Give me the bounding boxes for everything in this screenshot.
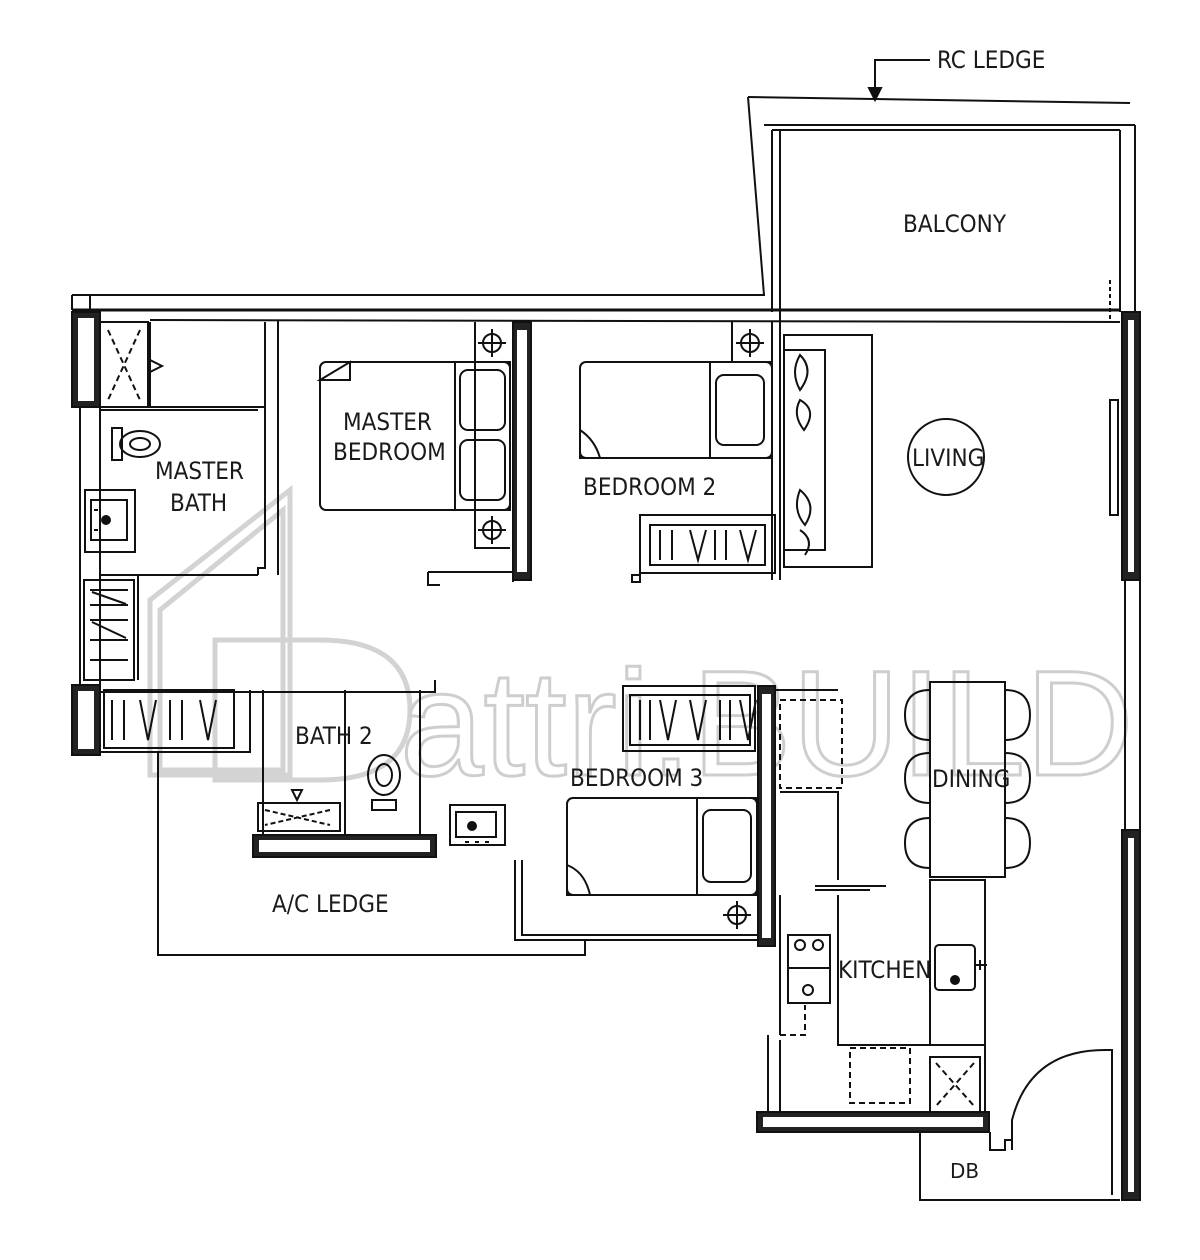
master-bedroom-label: BEDROOM: [333, 438, 446, 466]
master-bath-label: BATH: [170, 489, 227, 517]
stove-icon: [787, 934, 831, 1004]
entrance: [919, 1049, 1120, 1201]
left-wardrobe: [83, 579, 135, 681]
kitchen: [756, 879, 990, 1133]
master-bedroom-label: MASTER: [343, 408, 432, 436]
bath-2-label: BATH 2: [295, 722, 373, 750]
watermark-house-icon: [147, 484, 293, 778]
bath-2-toilet: [367, 754, 401, 811]
bath-2: [100, 680, 506, 858]
master-bedroom: [277, 320, 532, 586]
room-labels: RC LEDGE BALCONY MASTER BEDROOM BEDROOM …: [155, 46, 1045, 1183]
exterior-walls: [71, 294, 1141, 1201]
bedroom-3: [566, 685, 843, 947]
living-area: [783, 334, 985, 568]
ac-ledge-label: A/C LEDGE: [272, 890, 389, 918]
ac-ledge: [157, 752, 757, 956]
bedroom-3-label: BEDROOM 3: [570, 764, 703, 792]
bedside-lamp-icon: [478, 516, 506, 544]
bedroom-2-label: BEDROOM 2: [583, 473, 716, 501]
rc-ledge-label: RC LEDGE: [937, 46, 1045, 74]
balcony-label: BALCONY: [903, 210, 1007, 238]
kitchen-sink: [934, 944, 987, 991]
master-bath: [84, 321, 266, 680]
balcony-area: [747, 96, 1136, 320]
living-label: LIVING: [912, 444, 984, 472]
master-bath-basin: [84, 489, 136, 553]
bedroom-2: [579, 312, 781, 583]
bedside-lamp-icon: [723, 901, 751, 929]
watermark-d-shape: [212, 637, 413, 783]
db-label: DB: [950, 1159, 979, 1183]
master-bath-toilet: [111, 427, 161, 461]
bedside-lamp-icon: [478, 329, 506, 357]
watermark: attri.BUILD: [147, 484, 1135, 809]
bedside-lamp-icon: [736, 329, 764, 357]
dining-area: [815, 681, 1032, 891]
master-bath-label: MASTER: [155, 457, 244, 485]
dining-label: DINING: [932, 765, 1010, 793]
kitchen-label: KITCHEN: [838, 956, 931, 984]
rc-ledge-leader: [867, 59, 930, 103]
